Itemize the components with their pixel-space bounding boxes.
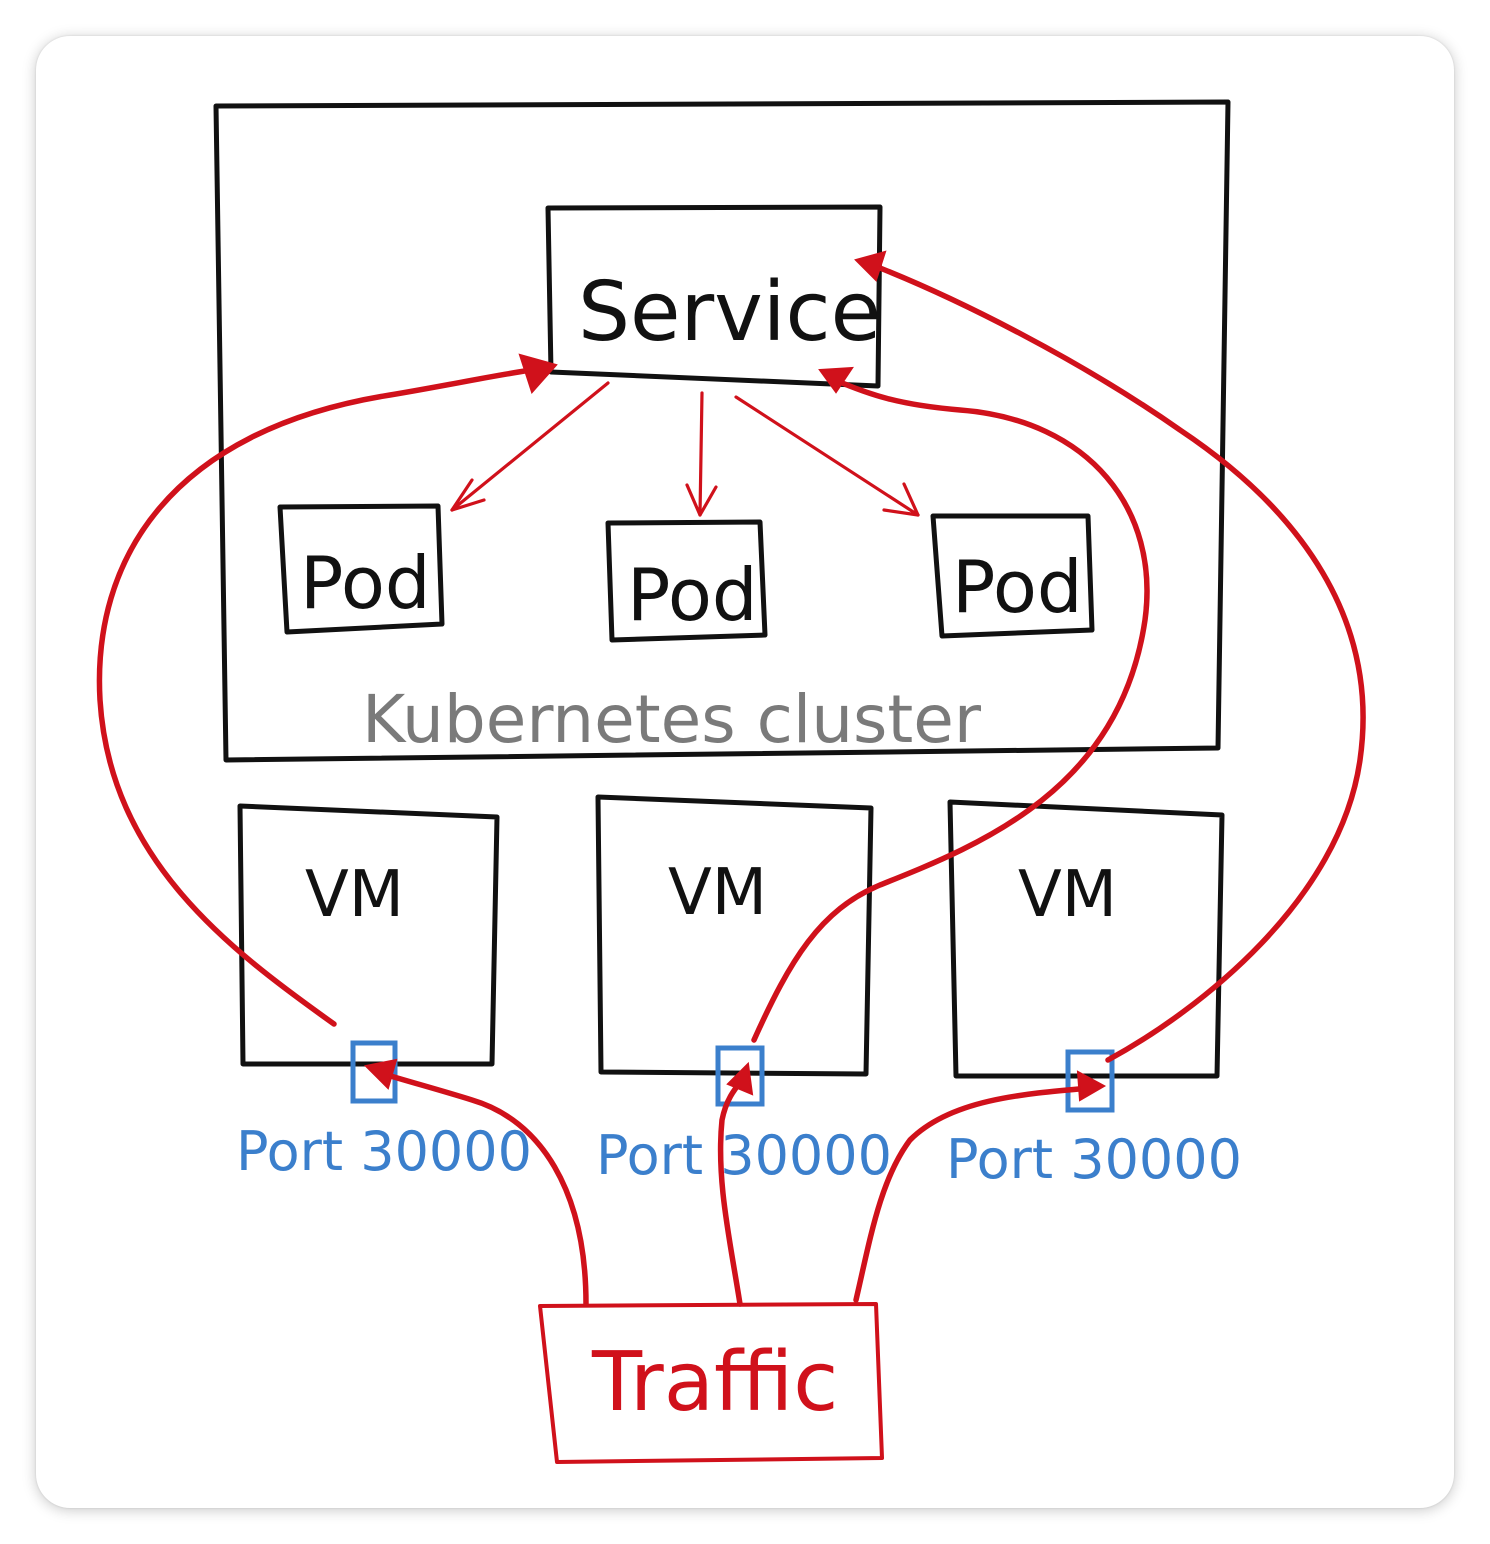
vm-label: VM [668,856,767,930]
pod-label: Pod [627,553,758,637]
traffic-box [538,1302,884,1464]
vm-1: VM [237,803,500,1067]
vm-3: VM [947,799,1225,1079]
pod-label: Pod [300,541,431,625]
pod-label: Pod [952,545,1083,629]
pod-2: Pod [605,519,768,643]
port-1: Port 30000 [236,1040,532,1183]
port-label: Port 30000 [236,1120,532,1183]
service-label: Service [578,265,881,360]
traffic-to-port-arrows [363,1058,1107,1307]
port-label: Port 30000 [946,1128,1242,1191]
pod-1: Pod [277,503,445,635]
vm-label: VM [1018,858,1117,932]
port-2: Port 30000 [596,1045,892,1187]
diagram-card [36,36,1454,1508]
port-label: Port 30000 [596,1124,892,1187]
traffic-label: Traffic [591,1335,838,1430]
vm-label: VM [305,858,404,932]
service-box [545,204,883,389]
port-3: Port 30000 [946,1049,1242,1191]
vm-2: VM [595,794,874,1077]
service-to-pod-arrows [450,381,920,517]
pod-3: Pod [930,513,1095,639]
kubernetes-cluster-box [213,99,1231,763]
cluster-label: Kubernetes cluster [362,681,982,758]
port-to-service-arrows [96,250,1366,1063]
